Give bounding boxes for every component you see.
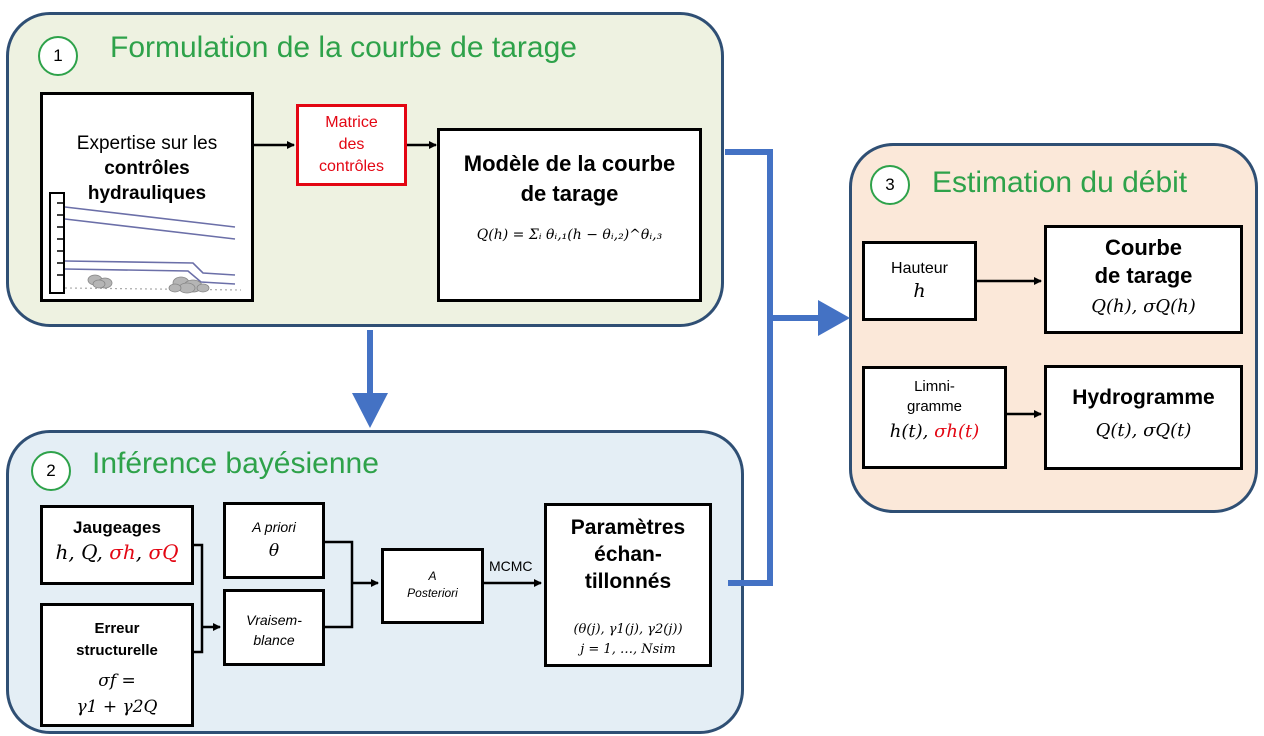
parametres-line3: tillonnés [584,570,672,593]
matrice-line2: des [338,136,365,153]
jaugeages-vars: h, Q, [55,540,110,564]
apriori-label: A priori [252,519,296,535]
line-jaugeages [194,543,204,627]
parametres-line1: Paramètres [570,516,686,539]
erreur-line2: structurelle [76,642,158,659]
courbe-line3: Q(h), σQ(h) [1091,296,1196,317]
flow-arrowhead-inference [352,393,388,428]
hauteur-var: h [913,280,926,302]
gauge-staff [49,192,65,294]
panel-title-formulation: Formulation de la courbe de tarage [110,31,577,64]
hauteur-label: Hauteur [891,260,948,277]
vraisemblance-line1: Vraisem- [246,612,302,628]
jaugeages-title: Jaugeages [73,518,161,537]
hydrogramme-box: Hydrogramme Q(t), σQ(t) [1044,365,1243,470]
step-number-3: 3 [870,165,910,205]
rating-curve-formula: Q(h) = Σᵢ θᵢ,₁(h − θᵢ,₂)^θᵢ,₃ [476,227,663,243]
step-number-2: 2 [31,451,71,491]
apriori-theta: θ [268,541,280,561]
mcmc-label: MCMC [489,558,533,574]
parametres-echantillonnes-box: Paramètres échan- tillonnés (θ(j), γ1(j)… [544,503,712,667]
limnigramme-box: Limni- gramme h(t), σh(t) [862,366,1007,469]
aposteriori-line1: A [428,569,437,583]
jaugeages-sigma-q: σQ [148,540,179,564]
erreur-line1: Erreur [94,620,140,637]
line-vraisemblance [325,583,354,629]
matrice-controles-box: Matrice des contrôles [296,104,407,186]
panel-title-inference: Inférence bayésienne [92,447,379,480]
limni-sigma-h-t: σh(t) [934,421,980,442]
panel-title-estimation: Estimation du débit [932,166,1188,199]
modele-line1: Modèle de la courbe [463,151,676,176]
flow-line-bottom [728,318,773,586]
modele-courbe-box: Modèle de la courbe de tarage Q(h) = Σᵢ … [437,128,702,302]
matrice-line1: Matrice [325,114,378,131]
expertise-box: Expertise sur les contrôles hydrauliques [40,92,254,302]
hauteur-box: Hauteur h [862,241,977,321]
parametres-line5: j = 1, …, Nsim [580,642,676,657]
expertise-line1: Expertise sur les [76,133,218,154]
courbe-line2: de tarage [1094,263,1193,288]
limni-line2: gramme [906,398,962,415]
limni-h-t: h(t), [889,421,935,442]
jaugeages-box: Jaugeages h, Q, σh, σQ [40,505,194,585]
courbe-tarage-box: Courbe de tarage Q(h), σQ(h) [1044,225,1243,334]
erreur-line3: σf = [98,671,136,691]
parametres-line2: échan- [594,543,662,566]
aposteriori-box: A Posteriori [381,548,484,624]
aposteriori-line2: Posteriori [407,586,458,600]
courbe-line1: Courbe [1105,235,1182,260]
limni-line1: Limni- [914,378,955,395]
erreur-line4: γ1 + γ2Q [76,697,158,717]
matrice-line3: contrôles [319,158,384,175]
erreur-structurelle-box: Erreur structurelle σf = γ1 + γ2Q [40,603,194,727]
line-erreur [194,627,204,654]
line-apriori [325,540,354,583]
expertise-line2: contrôles [104,158,190,179]
hydro-line1: Hydrogramme [1072,386,1215,409]
expertise-line3: hydrauliques [87,183,207,204]
step-number-1: 1 [38,36,78,76]
hydro-line2: Q(t), σQ(t) [1095,420,1192,441]
parametres-line4: (θ(j), γ1(j), γ2(j)) [573,622,683,637]
flow-arrowhead-estimation [818,300,850,336]
vraisemblance-line2: blance [253,632,295,648]
vraisemblance-box: Vraisem- blance [223,589,325,666]
river-cross-section-illustration [49,192,242,294]
modele-line2: de tarage [520,181,619,206]
flow-line-top [725,149,773,318]
jaugeages-separator: , [135,540,149,564]
jaugeages-sigma-h: σh [109,540,136,564]
apriori-box: A priori θ [223,502,325,579]
